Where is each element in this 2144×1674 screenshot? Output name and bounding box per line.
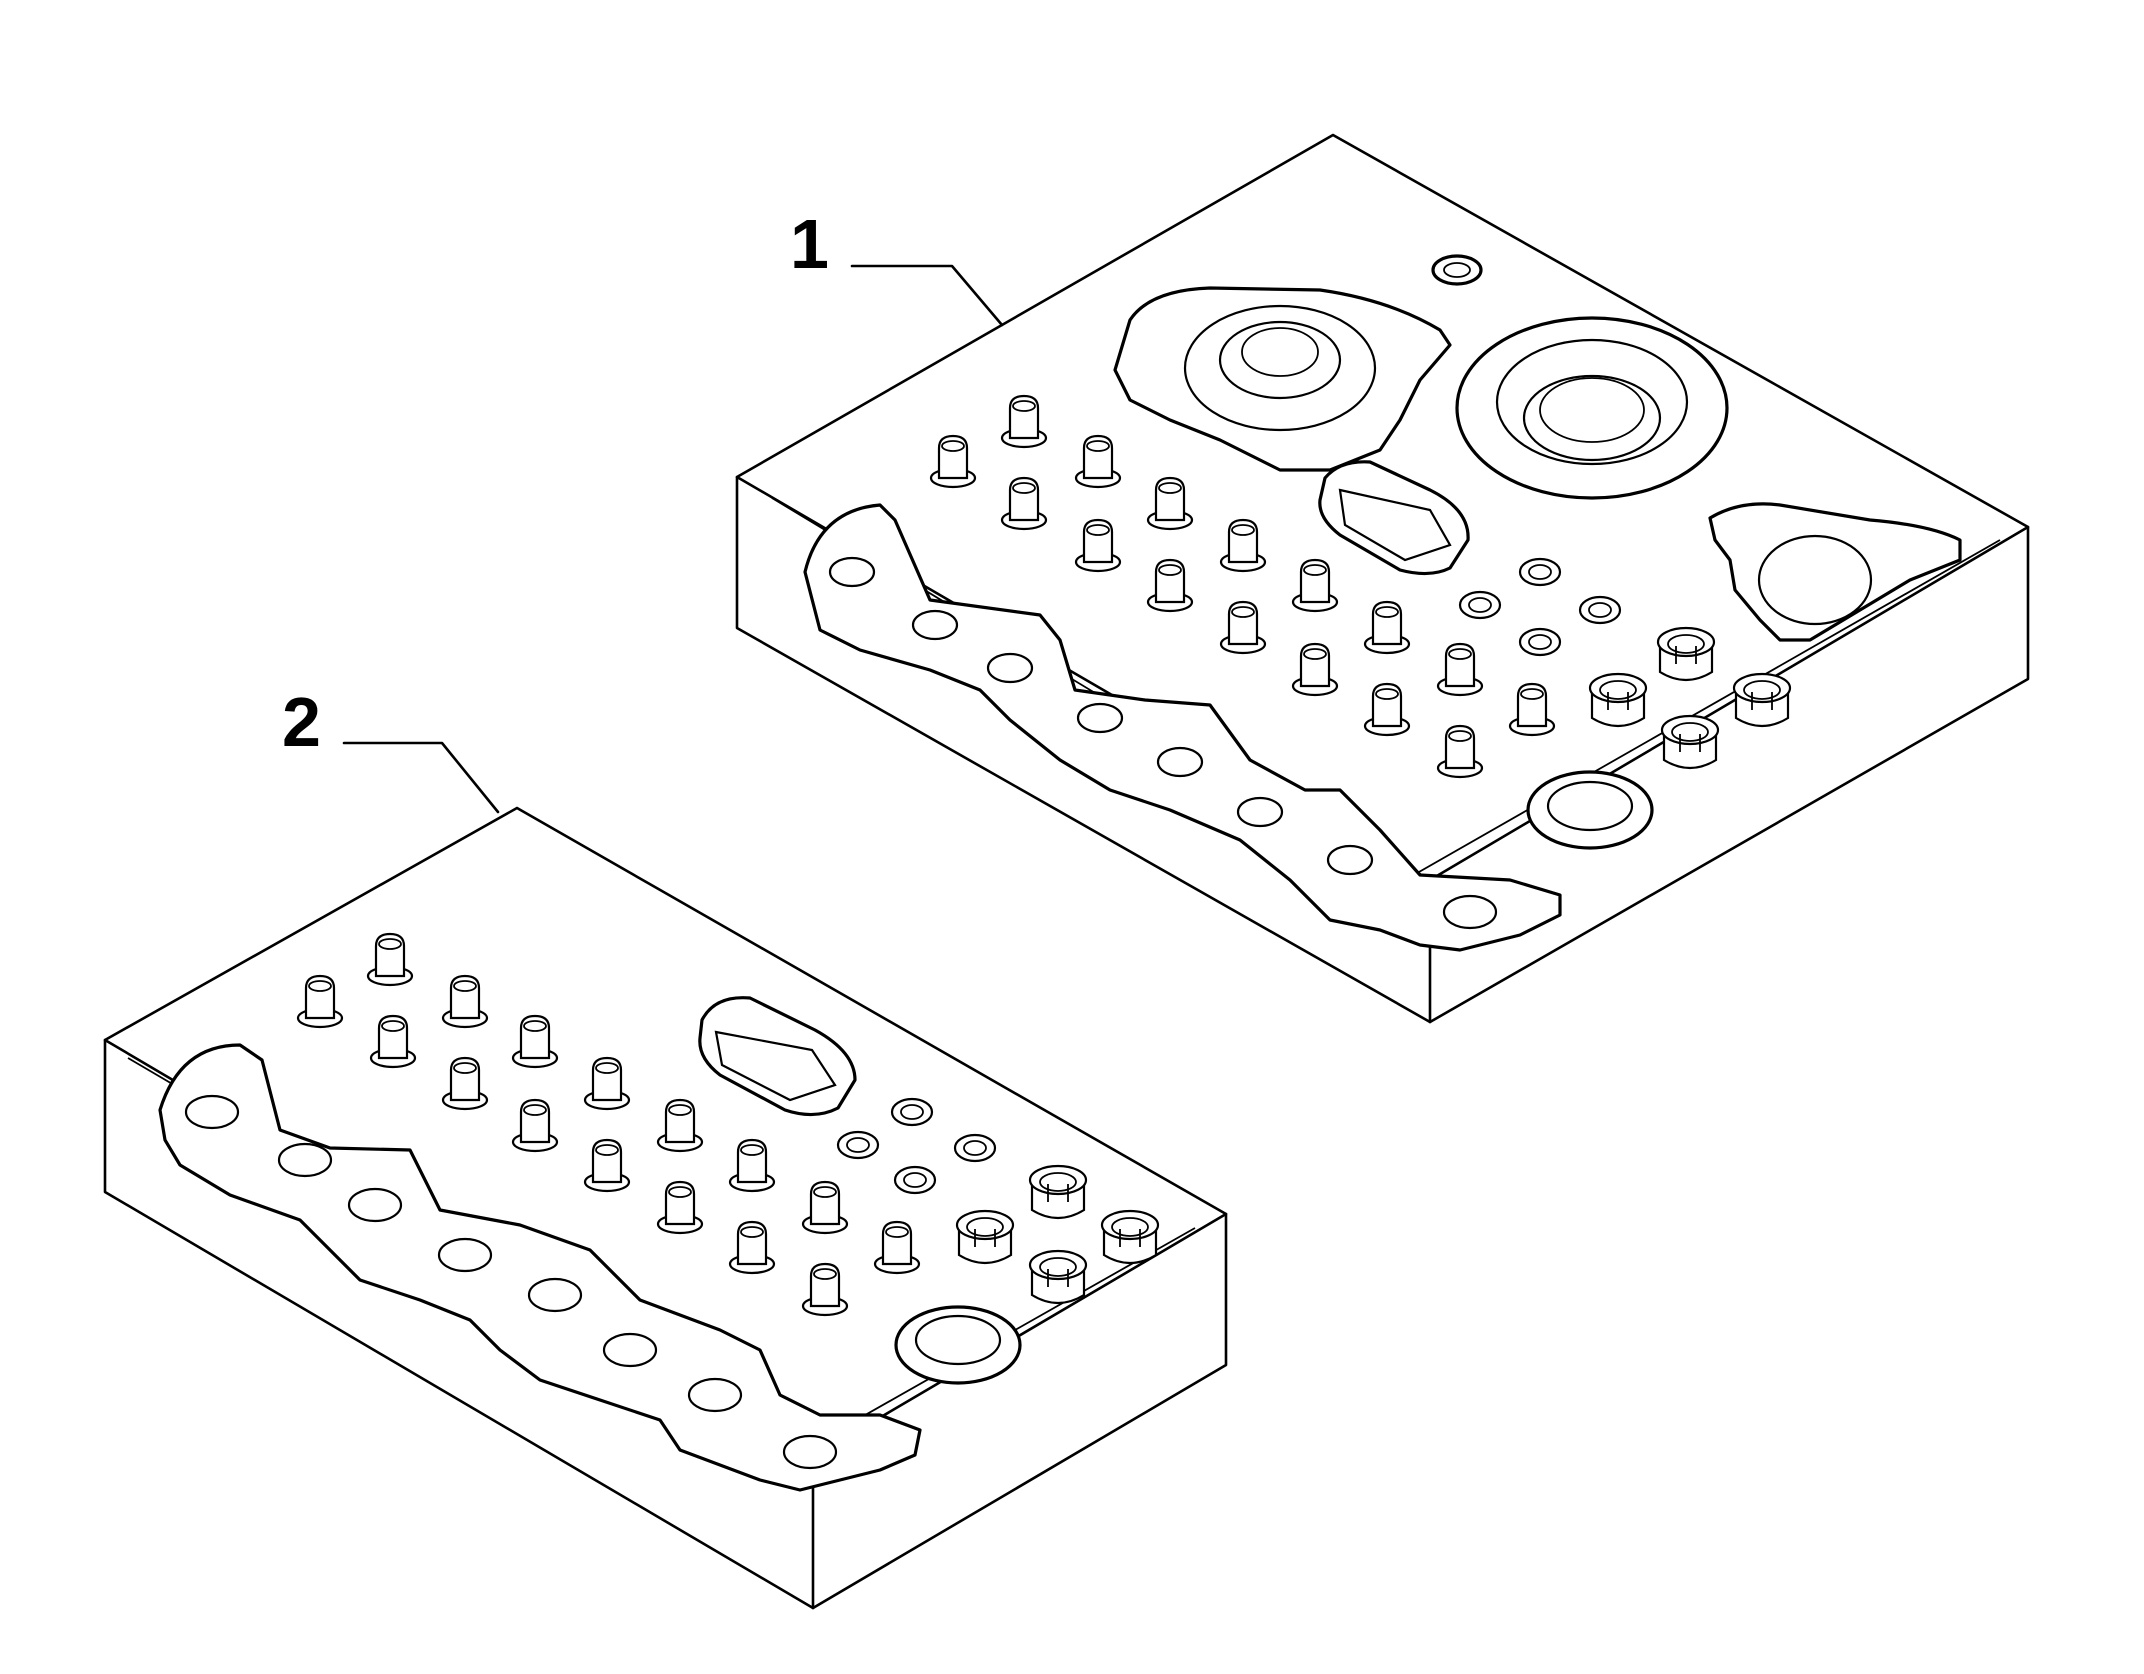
kit-2-o-rings xyxy=(836,1097,997,1195)
kit-1-crank-seal xyxy=(1526,770,1654,850)
kit-1-timing-cover-gasket xyxy=(1708,502,1962,642)
callout-2: 2 xyxy=(282,683,500,814)
kit-1-cup-plugs xyxy=(1588,626,1792,770)
kit-2-cover-gasket xyxy=(698,996,857,1117)
kit-2-crank-seal xyxy=(894,1305,1022,1385)
kit-2-cup-plugs xyxy=(955,1164,1160,1305)
callout-2-label: 2 xyxy=(282,683,321,761)
kit-1-oil-seal-large xyxy=(1455,316,1729,500)
callout-2-leader xyxy=(342,741,500,814)
callout-1-label: 1 xyxy=(790,205,829,283)
kit-1-small-seal xyxy=(1431,254,1483,286)
kit-2-head-gasket xyxy=(158,1043,922,1492)
kit-1-o-rings xyxy=(1458,557,1622,657)
kit-1-head-gasket xyxy=(803,503,1562,952)
kit-1-cover-gasket xyxy=(1318,460,1470,576)
callout-1-leader xyxy=(850,264,1004,327)
kit-1-water-pump-gasket xyxy=(1113,286,1452,472)
callout-1: 1 xyxy=(790,205,1004,327)
